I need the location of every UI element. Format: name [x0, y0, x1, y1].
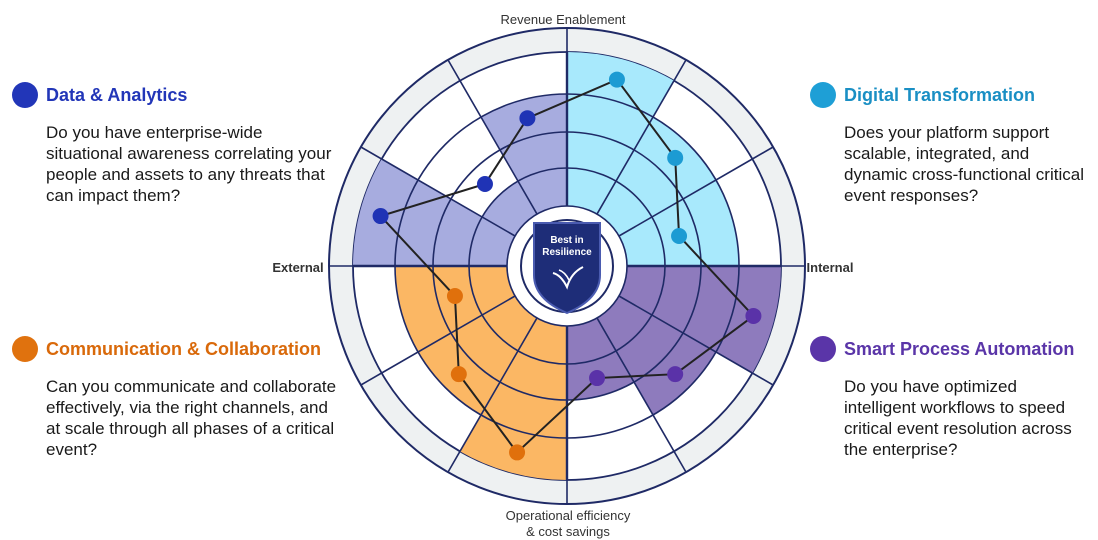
- outer-ring-divider: [673, 59, 687, 82]
- data-analytics-text: Do you have enterprise-wide situational …: [46, 123, 332, 205]
- digital-sector-cell: [683, 180, 739, 266]
- smart-score-point: [589, 370, 606, 387]
- smart-score-point: [667, 366, 684, 383]
- data-analytics-title: Data & Analytics: [46, 84, 188, 105]
- outer-ring-divider: [447, 450, 461, 473]
- outer-ring-divider: [751, 146, 774, 160]
- digital-inner-cell: [567, 168, 665, 266]
- quadrant-digital-transformation: Digital Transformation Does your platfor…: [810, 82, 1084, 206]
- communication-collaboration-title: Communication & Collaboration: [46, 338, 322, 359]
- smart-sector-cell: [683, 266, 739, 352]
- digital-sector-cell: [567, 94, 653, 150]
- comm-sector-cell: [481, 382, 567, 438]
- axis-right-label: Internal: [806, 260, 854, 275]
- grid-spoke: [596, 317, 675, 452]
- quadrant-communication-collaboration: Communication & Collaboration Can you co…: [12, 336, 336, 460]
- smart-sector-cell: [616, 315, 684, 383]
- communication-collaboration-dot: [12, 336, 38, 362]
- digital-transformation-title: Digital Transformation: [844, 84, 1036, 105]
- digital-score-point: [671, 227, 688, 244]
- communication-collaboration-text: Can you communicate and collaborate effe…: [46, 377, 337, 459]
- badge-check-icon: [552, 266, 584, 290]
- quadrant-data-analytics: Data & Analytics Do you have enterprise-…: [12, 82, 331, 206]
- badge-check-icon: [558, 269, 570, 281]
- quadrant-smart-process-automation: Smart Process Automation Do you have opt…: [810, 336, 1080, 460]
- grid-spoke: [381, 295, 516, 374]
- axis-bottom-line2: & cost savings: [526, 524, 610, 539]
- digital-score-point: [608, 71, 625, 88]
- comm-sector-cell: [395, 266, 451, 352]
- grid-spoke: [459, 80, 538, 215]
- smart-process-automation-text: Do you have optimized intelligent workfl…: [844, 377, 1072, 459]
- comm-inner-cell: [469, 266, 567, 364]
- digital-score-point: [667, 149, 684, 166]
- grid-spoke: [618, 295, 753, 374]
- digital-sector-cell: [616, 149, 684, 217]
- outer-ring-divider: [360, 146, 383, 160]
- grid-spoke: [459, 317, 538, 452]
- comm-score-point: [509, 444, 526, 461]
- grid-spoke: [618, 158, 753, 237]
- comm-sector-cell: [450, 315, 518, 383]
- axis-bottom-line1: Operational efficiency: [505, 508, 631, 523]
- outer-ring-divider: [673, 450, 687, 473]
- outer-ring-divider: [360, 372, 383, 386]
- digital-transformation-dot: [810, 82, 836, 108]
- badge-text-line2: Resilience: [542, 247, 592, 258]
- data-score-point: [372, 208, 389, 225]
- smart-inner-cell: [567, 266, 665, 364]
- outer-ring-divider: [447, 59, 461, 82]
- axis-top-label: Revenue Enablement: [500, 12, 626, 27]
- badge-text-line1: Best in: [550, 235, 583, 246]
- grid-spoke: [381, 158, 516, 237]
- smart-process-automation-dot: [810, 336, 836, 362]
- data-score-point: [476, 175, 493, 192]
- grid-spoke: [596, 80, 675, 215]
- badge-shield-icon: [533, 222, 601, 315]
- data-inner-cell: [469, 168, 567, 266]
- smart-process-automation-title: Smart Process Automation: [844, 338, 1075, 359]
- comm-score-point: [450, 366, 467, 383]
- outer-ring-divider: [751, 372, 774, 386]
- data-sector-cell: [395, 180, 451, 266]
- smart-score-point: [745, 307, 762, 324]
- digital-transformation-text: Does your platform support scalable, int…: [844, 123, 1084, 205]
- data-analytics-dot: [12, 82, 38, 108]
- axis-bottom-label: Operational efficiency & cost savings: [448, 508, 688, 540]
- axis-left-label: External: [272, 260, 324, 275]
- data-score-point: [519, 110, 536, 127]
- comm-score-point: [446, 288, 463, 305]
